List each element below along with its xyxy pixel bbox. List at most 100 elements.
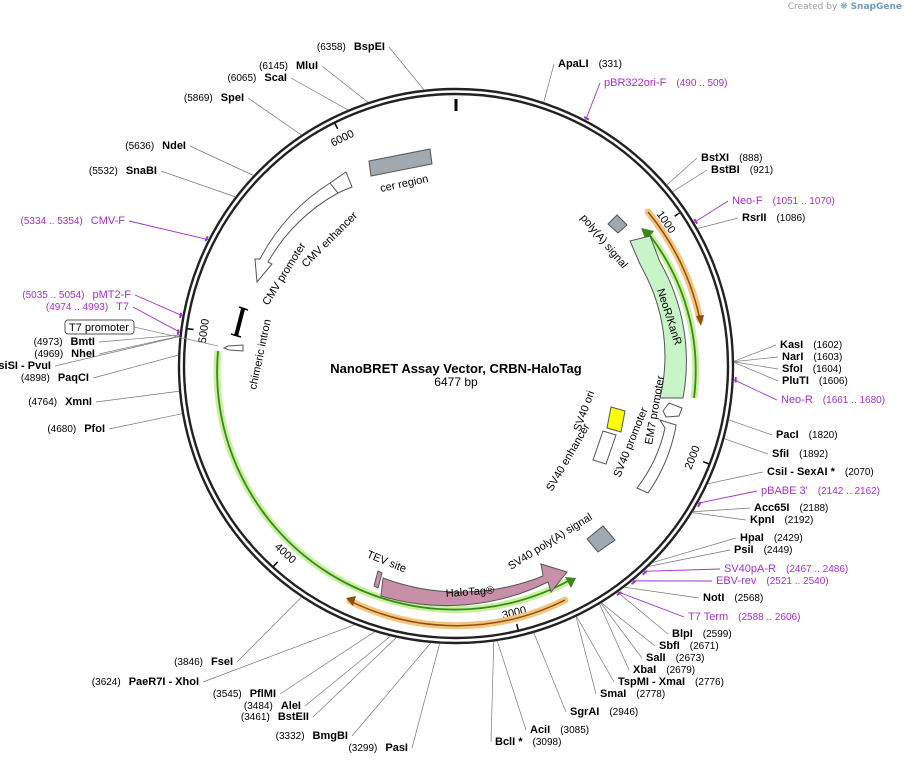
chimeric-intron-label: chimeric intron [247, 318, 274, 390]
primer-leader-line [697, 490, 758, 504]
primer-binding-mark [583, 116, 590, 121]
enzyme-leader-line [543, 63, 555, 103]
enzyme-name: BstXI [701, 152, 729, 164]
orf-reverse-line [349, 599, 566, 627]
enzyme-name: ApaLI [558, 58, 589, 70]
enzyme-position: (3624) [92, 677, 121, 688]
enzyme-name: SgrAI [570, 706, 599, 718]
enzyme-leader-line [728, 419, 773, 436]
t7-promoter-label: T7 promoter [69, 322, 129, 334]
enzyme-label: RsrII(1086) [742, 212, 805, 224]
primer-position: (4974 .. 4993) [46, 302, 108, 313]
enzyme-label: (5636)NdeI [125, 140, 186, 152]
enzyme-label: (5532)SnaBI [89, 165, 157, 177]
enzyme-leader-line [321, 65, 369, 103]
enzyme-label: (5869)SpeI [184, 92, 244, 104]
enzyme-leader-line [92, 354, 179, 379]
primer-name: CMV-F [91, 215, 126, 227]
enzyme-leader-line [108, 413, 183, 430]
enzyme-name: PsiI [734, 544, 754, 556]
primer-position: (2142 .. 2162) [818, 486, 880, 497]
enzyme-leader-line [54, 336, 180, 367]
primer-label: EBV-rev(2521 .. 2540) [716, 575, 829, 587]
primer-leader-line [643, 568, 721, 572]
enzyme-label: (6145)MluI [259, 60, 318, 72]
enzyme-label: BstBI(921) [711, 164, 773, 176]
primer-label: Neo-F (1051 .. 1070) [732, 195, 835, 207]
enzyme-label: BlpI (2599) [672, 628, 732, 640]
cmv-enhancer-label: CMV enhancer [300, 210, 361, 271]
sv40-polya-block [586, 525, 616, 553]
enzyme-leader-line [290, 77, 348, 111]
enzyme-name: KasI [780, 339, 803, 351]
enzyme-label: BstXI(888) [701, 152, 762, 164]
tick-mark [516, 623, 519, 630]
enzyme-label: (3484)AleI [244, 700, 301, 712]
enzyme-leader-line [189, 145, 254, 176]
sv40-enhancer-block [592, 430, 617, 465]
tick-label: 6000 [329, 128, 356, 150]
enzyme-name: BclI * [495, 736, 523, 748]
enzyme-leader-line [599, 603, 630, 671]
enzyme-leader-line [733, 344, 777, 362]
enzyme-name: SnaBI [126, 165, 157, 177]
primer-leader-line [733, 379, 778, 401]
primer-position: (1051 .. 1070) [773, 196, 835, 207]
enzyme-position: (4973) [34, 337, 63, 348]
enzyme-position: (3461) [241, 712, 270, 723]
enzyme-name: XbaI [633, 664, 656, 676]
enzyme-label: ApaLI(331) [558, 58, 622, 70]
enzyme-name: SbfI [659, 640, 680, 652]
primer-name: pBR322ori-F [604, 77, 667, 89]
enzyme-name: MluI [296, 60, 318, 72]
enzyme-name: KpnI [750, 514, 774, 526]
enzyme-leader-line [707, 471, 764, 485]
enzyme-label: XbaI(2679) [633, 664, 695, 676]
em7-promoter-arrow [662, 402, 683, 418]
t7-promoter-arrow [222, 344, 244, 352]
enzyme-name: PfoI [84, 423, 105, 435]
enzyme-position: (1603) [813, 352, 842, 363]
enzyme-position: (1820) [809, 430, 838, 441]
enzyme-label: SfiI(1892) [772, 448, 828, 460]
enzyme-name: AciI [530, 724, 550, 736]
enzyme-label: (6065)ScaI [227, 72, 287, 84]
sv40-promoter-arrow [636, 419, 677, 494]
t7-promoter-leader [133, 326, 219, 347]
enzyme-position: (3484) [244, 701, 273, 712]
enzyme-name: BspEI [354, 41, 385, 53]
primer-name: T7 Term [688, 611, 728, 623]
cer-region-block [368, 148, 433, 177]
primer-name: Neo-F [732, 195, 763, 207]
enzyme-position: (4898) [21, 373, 50, 384]
enzyme-label: (3624)PaeR7I - XhoI [92, 676, 199, 688]
neor-orf-arrowhead [641, 228, 654, 241]
primer-leader-line [585, 82, 601, 121]
primer-leader-line [617, 591, 685, 618]
enzyme-position: (2188) [799, 503, 828, 514]
enzyme-name: ScaI [264, 72, 287, 84]
enzyme-leader-line [98, 335, 180, 355]
enzyme-leader-line [496, 640, 527, 731]
backbone-outer-strand [177, 87, 735, 645]
backbone-inner-strand [182, 92, 730, 640]
enzyme-label: NotI(2568) [703, 592, 763, 604]
enzyme-position: (2671) [690, 641, 719, 652]
crbn-halotag-orf-line [216, 350, 571, 611]
enzyme-label: (4969)NheI [34, 348, 95, 360]
enzyme-position: (4680) [47, 424, 76, 435]
enzyme-position: (2070) [845, 467, 874, 478]
enzyme-position: (2599) [703, 629, 732, 640]
enzyme-position: (2673) [676, 653, 705, 664]
enzyme-leader-line [624, 586, 700, 599]
enzyme-leader-line [351, 642, 432, 737]
enzyme-name: BlpI [672, 628, 693, 640]
enzyme-leader-line [98, 334, 180, 343]
enzyme-leader-line [236, 596, 302, 663]
enzyme-name: NotI [703, 592, 724, 604]
cmv-enhancer-block [329, 171, 353, 194]
primer-binding-mark [630, 579, 637, 585]
poly-a-signal-block [607, 214, 628, 234]
primer-name: pBABE 3' [761, 485, 808, 497]
enzyme-position: (3299) [348, 743, 377, 754]
